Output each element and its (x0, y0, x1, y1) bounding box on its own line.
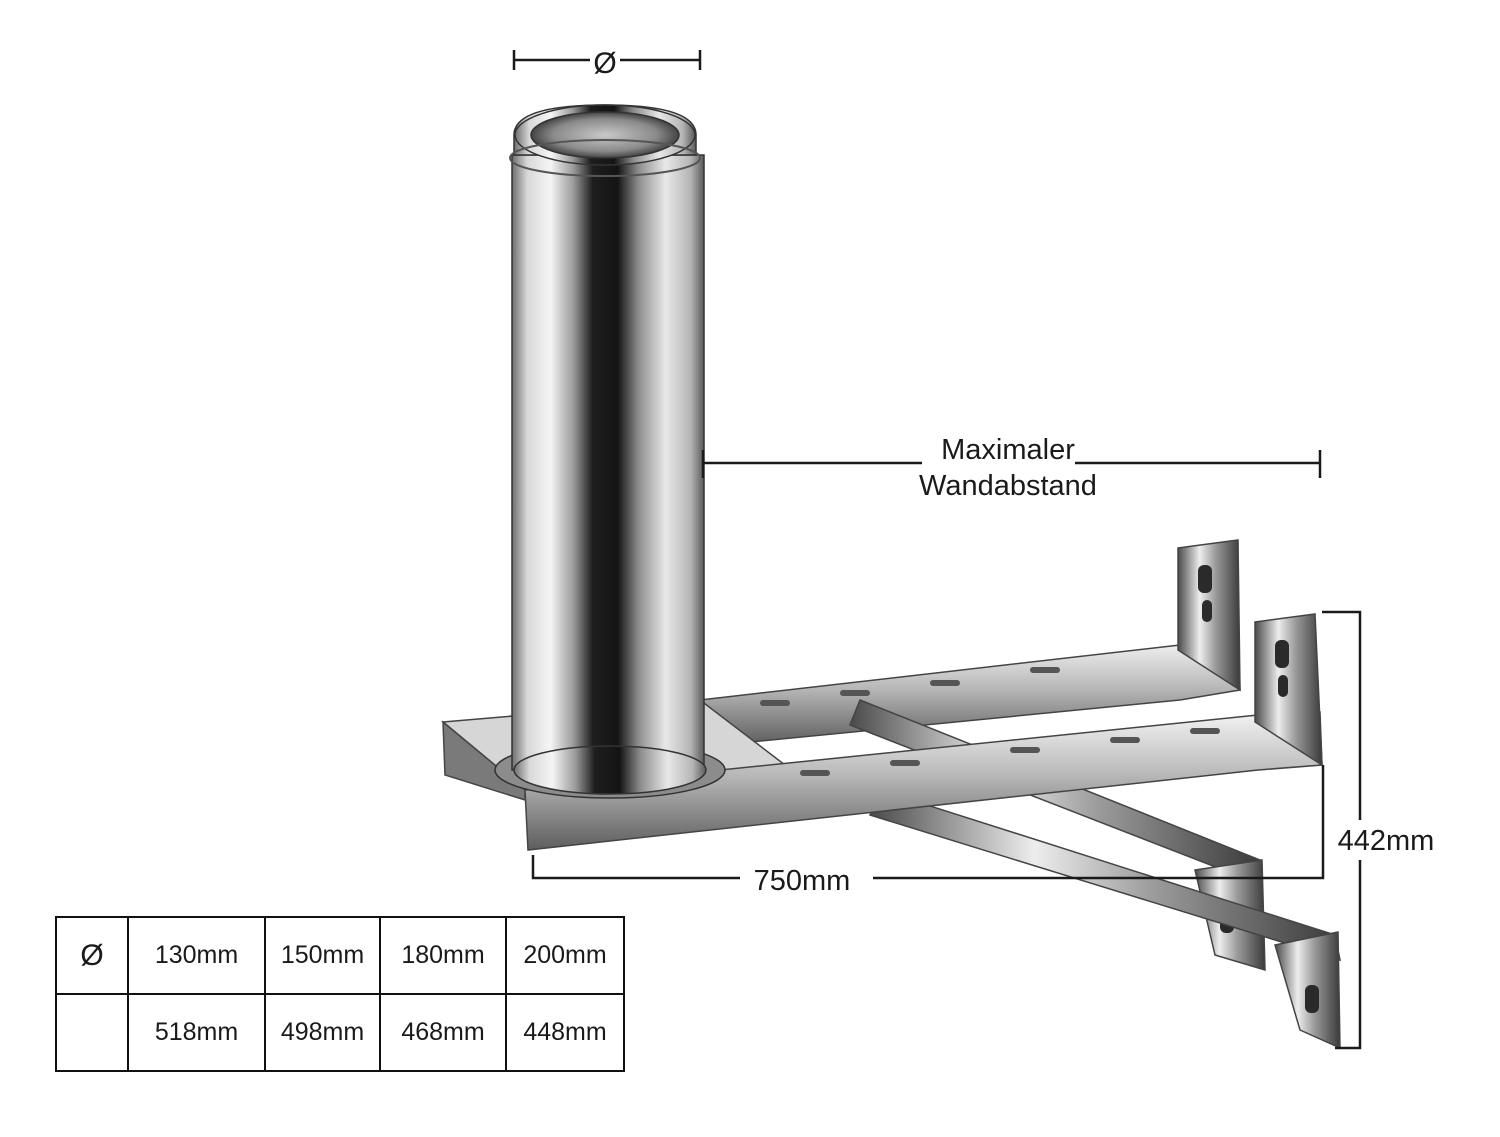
dimension-wall-distance: Maximaler Wandabstand (701, 434, 1322, 502)
dimension-diameter: Ø (512, 47, 702, 80)
dimension-width: 750mm (531, 765, 1325, 897)
table-cell: 150mm (264, 916, 381, 995)
table-cell: 180mm (379, 916, 507, 995)
wall-distance-label-line2: Wandabstand (919, 470, 1097, 502)
table-cell: 498mm (264, 993, 381, 1072)
diameter-label: Ø (593, 47, 616, 80)
dimension-height: 442mm (1322, 610, 1435, 1050)
table-cell: 200mm (505, 916, 625, 995)
size-table: Ø 130mm 150mm 180mm 200mm 518mm 498mm 46… (55, 916, 625, 1072)
table-cell: 518mm (127, 993, 266, 1072)
table-row: 518mm 498mm 468mm 448mm (55, 993, 625, 1072)
table-cell (55, 993, 129, 1072)
table-cell: 130mm (127, 916, 266, 995)
chimney-pipe (494, 104, 726, 799)
table-cell: 448mm (505, 993, 625, 1072)
table-row: Ø 130mm 150mm 180mm 200mm (55, 916, 625, 995)
back-console-arm (698, 539, 1241, 746)
table-cell: 468mm (379, 993, 507, 1072)
wall-distance-label-line1: Maximaler (941, 434, 1075, 466)
table-cell: Ø (55, 916, 129, 995)
height-label: 442mm (1338, 825, 1435, 857)
width-label: 750mm (754, 865, 851, 897)
